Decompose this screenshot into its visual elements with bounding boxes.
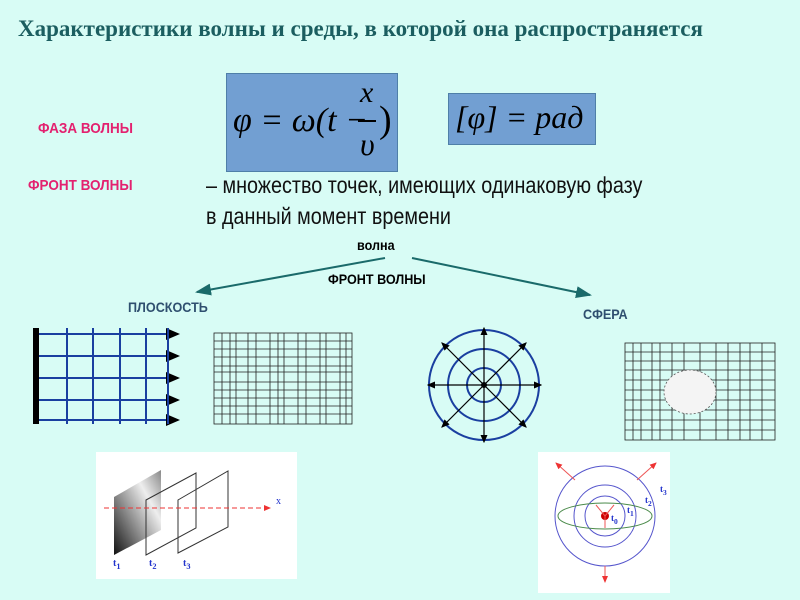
label-t1: t1 bbox=[113, 558, 121, 571]
tree-right: СФЕРА bbox=[583, 306, 628, 322]
formula-denominator: υ bbox=[360, 126, 375, 162]
phase-formula: φ = ω(t − x υ ) bbox=[226, 73, 398, 172]
irregular-grid-1 bbox=[213, 332, 353, 425]
front-definition-line2: в данный момент времени bbox=[206, 203, 451, 229]
front-label: ФРОНТ ВОЛНЫ bbox=[28, 177, 133, 194]
label-t2s: t2 bbox=[645, 495, 652, 508]
label-t1s: t1 bbox=[627, 505, 634, 518]
formula-numerator: x bbox=[360, 76, 374, 109]
plane-wave-grid bbox=[33, 328, 180, 426]
label-t3s: t3 bbox=[660, 484, 667, 497]
formula-lhs: φ = ω(t − bbox=[233, 102, 368, 139]
sphere-fronts-image bbox=[538, 452, 670, 593]
label-t2: t2 bbox=[149, 558, 157, 571]
tree-arrows bbox=[195, 257, 592, 299]
phase-unit: [φ] = рад bbox=[448, 93, 596, 145]
front-definition-line1: – множество точек, имеющих одинаковую фа… bbox=[206, 172, 643, 198]
plane-fronts-image bbox=[96, 452, 297, 579]
phase-unit-text: [φ] = рад bbox=[455, 99, 584, 135]
tree-left: ПЛОСКОСТЬ bbox=[128, 299, 208, 315]
slide-title: Характеристики волны и среды, в которой … bbox=[18, 16, 703, 41]
label-t3: t3 bbox=[183, 558, 191, 571]
formula-close: ) bbox=[379, 99, 392, 141]
tree-middle: ФРОНТ ВОЛНЫ bbox=[328, 271, 426, 287]
label-t0: t0 bbox=[611, 513, 618, 526]
spherical-wave bbox=[426, 326, 543, 444]
fraction-bar bbox=[358, 120, 376, 122]
tree-root: волна bbox=[357, 237, 395, 253]
irregular-grid-2 bbox=[624, 342, 776, 441]
phase-label: ФАЗА ВОЛНЫ bbox=[38, 120, 133, 137]
axis-x-label: x bbox=[276, 496, 281, 507]
